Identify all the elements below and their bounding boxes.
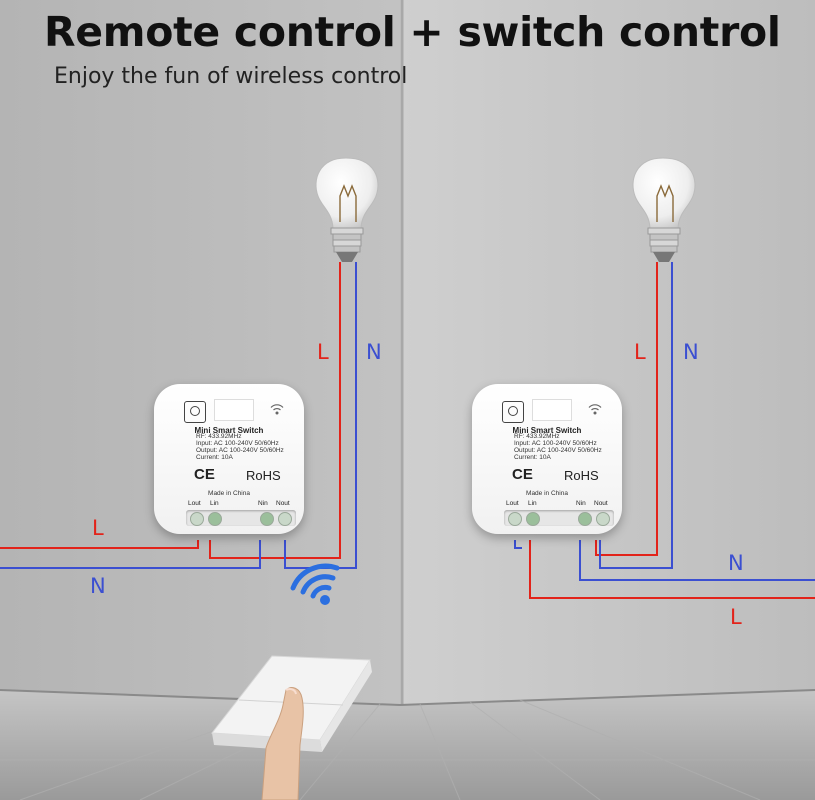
wifi-signal-icon bbox=[290, 563, 340, 605]
live-wire-label: L bbox=[730, 605, 742, 629]
module-name: Mini Smart Switch bbox=[194, 426, 264, 435]
terminal-screw bbox=[278, 512, 292, 526]
terminal-label: Nout bbox=[276, 500, 290, 507]
terminal-block bbox=[186, 510, 296, 526]
wifi-icon bbox=[270, 404, 284, 415]
made-in-label: Made in China bbox=[208, 490, 250, 497]
module-output: Output: AC 100-240V 50/60Hz bbox=[196, 447, 284, 454]
hand bbox=[261, 687, 304, 800]
light-bulb-icon bbox=[632, 157, 696, 262]
rohs-mark: RoHS bbox=[564, 468, 599, 483]
neutral-wire bbox=[0, 540, 261, 569]
module-rf: RF: 433.92MHz bbox=[514, 433, 560, 440]
module-input: Input: AC 100-240V 50/60Hz bbox=[196, 440, 279, 447]
terminal-label: Lin bbox=[210, 500, 219, 507]
terminal-label: Nin bbox=[258, 500, 268, 507]
terminal-screw bbox=[526, 512, 540, 526]
label-plate bbox=[532, 399, 572, 421]
live-wire-label: L bbox=[92, 516, 104, 540]
label-plate bbox=[214, 399, 254, 421]
bulb-badge-icon bbox=[184, 401, 206, 423]
live-wire bbox=[529, 540, 815, 599]
terminal-screw bbox=[260, 512, 274, 526]
live-wire bbox=[0, 540, 199, 549]
bulb-badge-icon bbox=[502, 401, 524, 423]
terminal-screw bbox=[508, 512, 522, 526]
neutral-wire bbox=[579, 540, 815, 581]
rohs-mark: RoHS bbox=[246, 468, 281, 483]
live-wire-label: L bbox=[317, 340, 329, 364]
terminal-screw bbox=[208, 512, 222, 526]
smart-switch-module: Mini Smart Switch RF: 433.92MHz Input: A… bbox=[472, 384, 622, 534]
terminal-label: Nout bbox=[594, 500, 608, 507]
ce-mark: CE bbox=[194, 466, 215, 483]
neutral-wire-label: N bbox=[728, 551, 744, 575]
module-current: Current: 10A bbox=[196, 454, 233, 461]
module-output: Output: AC 100-240V 50/60Hz bbox=[514, 447, 602, 454]
page-subtitle: Enjoy the fun of wireless control bbox=[54, 64, 408, 89]
live-wire-label: L bbox=[634, 340, 646, 364]
terminal-screw bbox=[596, 512, 610, 526]
module-current: Current: 10A bbox=[514, 454, 551, 461]
live-wire bbox=[595, 262, 658, 556]
terminal-screw bbox=[190, 512, 204, 526]
ce-mark: CE bbox=[512, 466, 533, 483]
made-in-label: Made in China bbox=[526, 490, 568, 497]
module-rf: RF: 433.92MHz bbox=[196, 433, 242, 440]
module-input: Input: AC 100-240V 50/60Hz bbox=[514, 440, 597, 447]
neutral-wire-label: N bbox=[90, 574, 106, 598]
neutral-wire bbox=[599, 262, 673, 569]
smart-switch-module: Mini Smart Switch RF: 433.92MHz Input: A… bbox=[154, 384, 304, 534]
neutral-wire-label: N bbox=[366, 340, 382, 364]
light-bulb-icon bbox=[315, 157, 379, 262]
terminal-block bbox=[504, 510, 614, 526]
live-wire bbox=[209, 262, 341, 559]
terminal-label: Nin bbox=[576, 500, 586, 507]
terminal-label: Lout bbox=[506, 500, 519, 507]
neutral-wire bbox=[514, 540, 522, 549]
terminal-screw bbox=[578, 512, 592, 526]
module-name: Mini Smart Switch bbox=[512, 426, 582, 435]
page-title: Remote control + switch control bbox=[44, 8, 781, 56]
terminal-label: Lin bbox=[528, 500, 537, 507]
wifi-icon bbox=[588, 404, 602, 415]
terminal-label: Lout bbox=[188, 500, 201, 507]
neutral-wire-label: N bbox=[683, 340, 699, 364]
